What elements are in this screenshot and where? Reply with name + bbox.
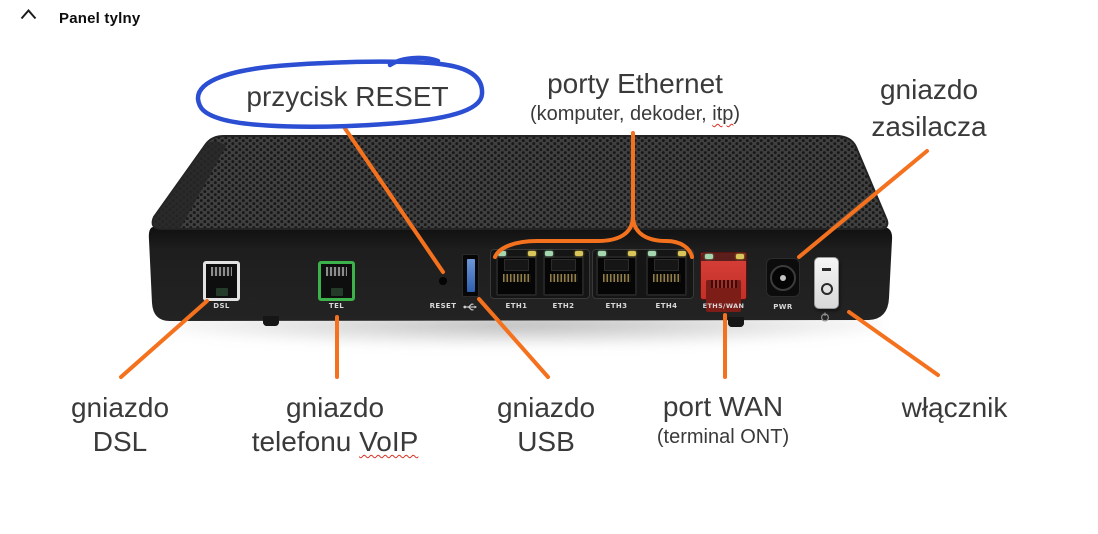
power-symbol-icon — [820, 312, 830, 322]
chevron-up-icon[interactable] — [20, 9, 37, 20]
eth3-port — [596, 256, 637, 296]
usb-port-tongue — [466, 259, 475, 292]
switch-on-mark — [822, 268, 831, 271]
led-indicator-yellow — [575, 251, 583, 256]
annotation-usb: gniazdo USB — [496, 392, 596, 457]
annotation-reset-text: przycisk RESET — [246, 81, 449, 112]
wan-port-led-strip — [701, 253, 746, 261]
tel-port — [318, 261, 355, 301]
section-title: Panel tylny — [59, 10, 141, 27]
led-indicator-green — [598, 251, 606, 256]
reset-button-hole — [439, 277, 447, 285]
annotation-ethernet: porty Ethernet (komputer, dekoder, itp) — [500, 68, 770, 128]
dsl-port-pins — [211, 267, 232, 276]
misspelled-word: itp — [712, 103, 734, 125]
dsl-port — [203, 261, 240, 301]
router-foot — [728, 317, 744, 327]
eth3-port-label: ETH3 — [605, 302, 628, 310]
annotation-power: gniazdo zasilacza — [871, 74, 987, 142]
power-jack — [766, 258, 800, 297]
eth4-port — [646, 256, 687, 296]
eth1-port-label: ETH1 — [505, 302, 528, 310]
led-indicator-green — [648, 251, 656, 256]
power-jack-pin — [780, 274, 786, 281]
eth1-port — [496, 256, 537, 296]
annotation-ethernet-text: porty Ethernet — [547, 68, 723, 99]
led-indicator-green — [705, 254, 713, 259]
usb-port — [462, 254, 479, 297]
annotation-dsl: gniazdo DSL — [70, 392, 170, 457]
annotation-wan: port WAN (terminal ONT) — [656, 391, 790, 448]
led-indicator-yellow — [678, 251, 686, 256]
reset-port-label: RESET — [429, 302, 457, 310]
tel-port-label: TEL — [328, 302, 345, 310]
wan-port-label: ETH5/WAN — [702, 302, 745, 310]
dsl-port-slot — [215, 288, 228, 296]
annotation-tel: gniazdo telefonu VoIP — [251, 392, 419, 457]
misspelled-word: VoIP — [359, 426, 419, 457]
eth4-port-label: ETH4 — [655, 302, 678, 310]
switch-off-mark — [820, 282, 833, 295]
router-foot — [263, 316, 279, 326]
eth2-port — [543, 256, 584, 296]
annotation-switch: włącznik — [901, 392, 1008, 423]
wan-port — [700, 252, 747, 312]
annotation-reset: przycisk RESET — [205, 80, 490, 114]
led-indicator-green — [545, 251, 553, 256]
eth2-port-label: ETH2 — [552, 302, 575, 310]
power-jack-ring — [770, 264, 796, 291]
power-switch — [814, 257, 839, 309]
led-indicator-yellow — [736, 254, 744, 259]
pwr-port-label: PWR — [773, 303, 793, 311]
wan-port-jack — [706, 280, 741, 312]
led-indicator-yellow — [628, 251, 636, 256]
led-indicator-green — [498, 251, 506, 256]
tel-port-pins — [326, 267, 347, 276]
led-indicator-yellow — [528, 251, 536, 256]
usb-trident-icon — [463, 303, 477, 311]
annotation-ethernet-sub: (komputer, dekoder, itp) — [529, 103, 741, 125]
tel-port-slot — [330, 288, 343, 296]
dsl-port-label: DSL — [213, 302, 230, 310]
